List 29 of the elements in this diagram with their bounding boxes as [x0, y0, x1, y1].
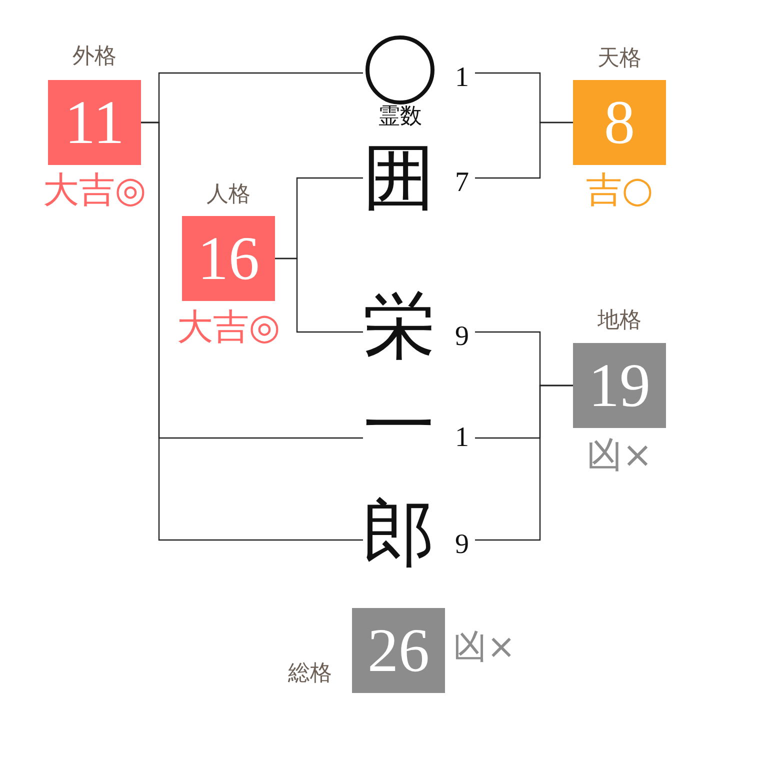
connector-line	[475, 122, 573, 179]
score-number: 8	[604, 92, 635, 154]
stroke-count: 1	[455, 64, 469, 92]
heading-label: 外格	[72, 46, 116, 68]
fortune-label: 吉○	[586, 173, 654, 209]
score-number: 19	[588, 354, 650, 416]
score-number: 26	[368, 620, 430, 682]
heading-label: 総格	[288, 663, 332, 685]
fortune-label: 大吉◎	[176, 310, 280, 346]
connector-line	[141, 122, 363, 541]
name-character: 囲	[363, 141, 435, 213]
heading-label: 天格	[598, 48, 642, 70]
heading-label: 地格	[598, 310, 642, 332]
stroke-count: 9	[455, 531, 469, 559]
fortune-label: 凶×	[586, 438, 653, 474]
name-character: 一	[363, 389, 435, 461]
stroke-count: 9	[455, 323, 469, 351]
name-character: 栄	[363, 289, 435, 361]
score-number: 16	[198, 228, 260, 290]
stroke-count: 1	[455, 424, 469, 452]
score-number: 11	[64, 92, 124, 154]
fortune-label: 大吉◎	[42, 173, 146, 209]
connector-line	[275, 258, 363, 333]
stroke-count: 7	[455, 169, 469, 197]
heading-label: 人格	[206, 184, 250, 206]
fortune-label: 凶×	[453, 630, 516, 664]
connector-line	[475, 384, 573, 541]
name-character: 郎	[363, 497, 435, 569]
caption-label: 霊数	[378, 106, 422, 128]
